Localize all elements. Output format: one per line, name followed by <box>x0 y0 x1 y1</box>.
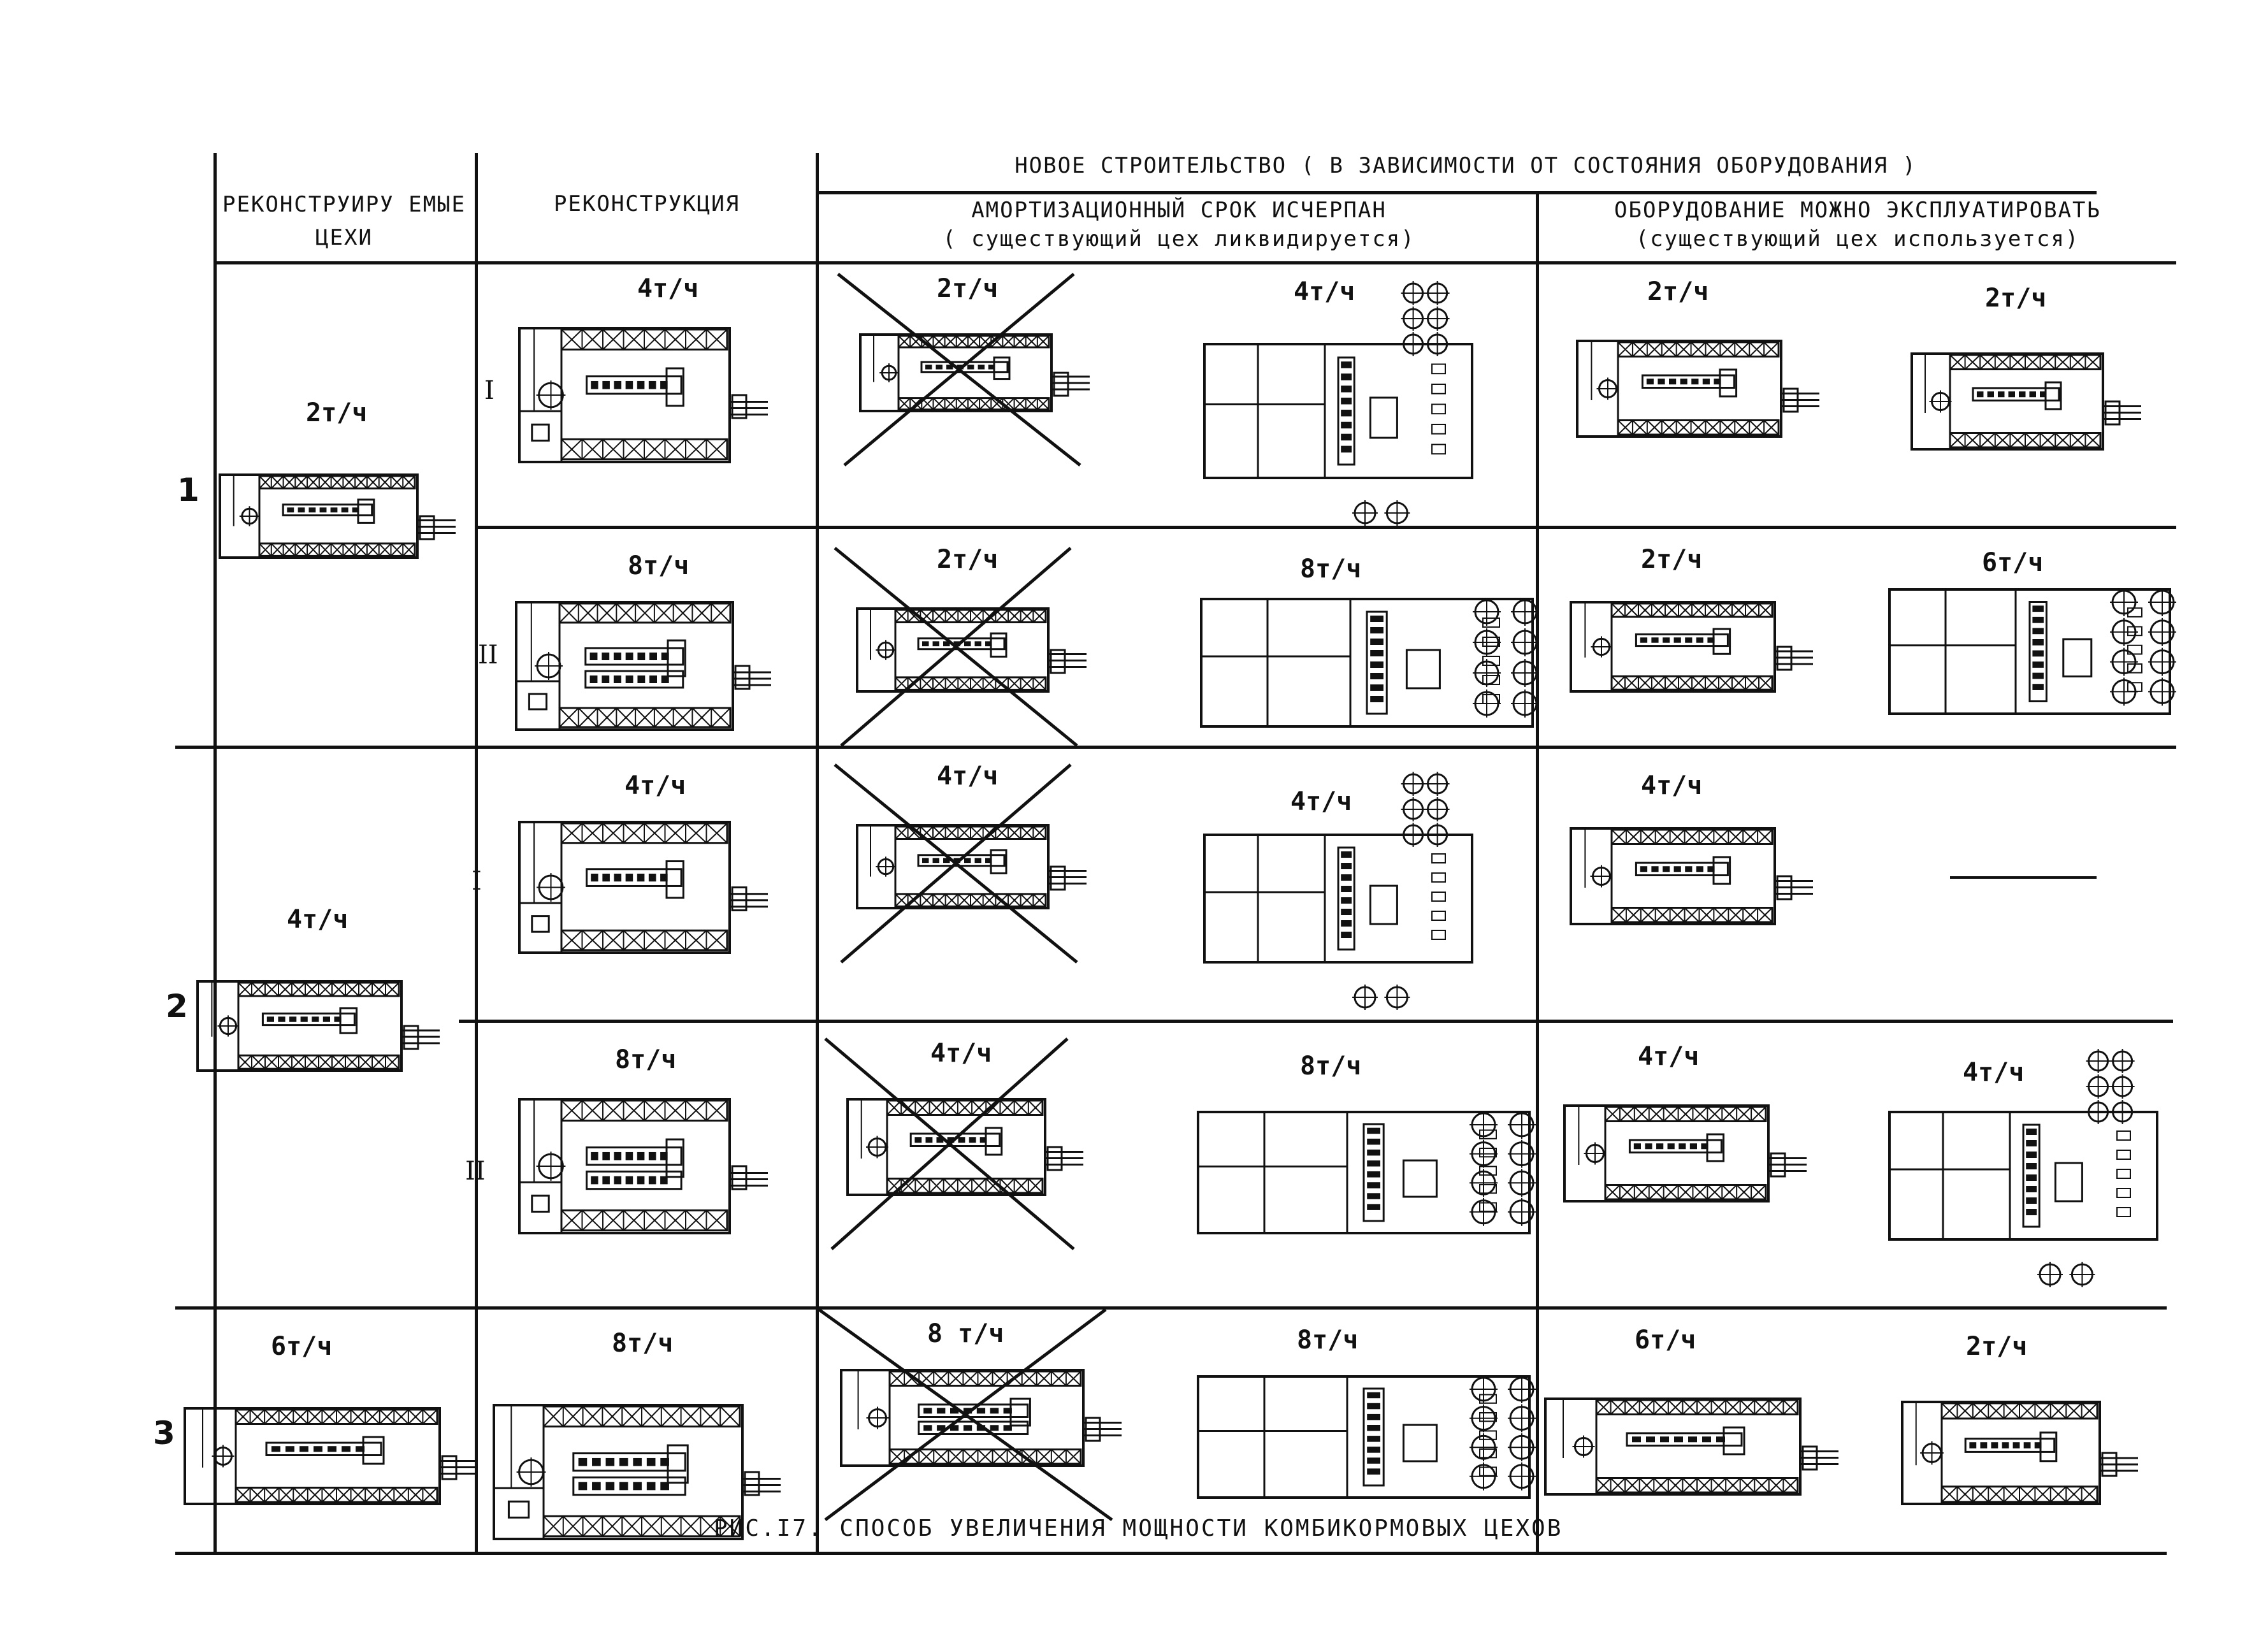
row-number-3: 3 <box>153 1415 175 1452</box>
capacity-label: 6т/ч <box>1982 548 2044 577</box>
new-shop-plan-drawing <box>1203 772 1473 1010</box>
figure-caption: РИС.I7. СПОСОБ УВЕЛИЧЕНИЯ МОЩНОСТИ КОМБИ… <box>714 1515 1563 1542</box>
shop-plan-drawing <box>518 821 768 954</box>
shop-plan-drawing <box>219 473 456 559</box>
shop-plan-drawing <box>518 1098 768 1234</box>
capacity-label: 8т/ч <box>1300 554 1362 584</box>
header-usable-note: (существующий цех используется) <box>1635 226 2080 252</box>
header-new-construction: НОВОЕ СТРОИТЕЛЬСТВО ( В ЗАВИСИМОСТИ ОТ С… <box>1015 153 1917 178</box>
new-shop-plan-drawing <box>1888 1049 2158 1287</box>
capacity-label: 4т/ч <box>1290 787 1352 816</box>
shop-plan-drawing <box>1544 1398 1838 1496</box>
shop-plan-drawing <box>196 980 440 1072</box>
grid-line <box>213 261 2176 264</box>
capacity-label: 8т/ч <box>1300 1051 1362 1081</box>
capacity-label: 4т/ч <box>937 762 999 791</box>
shop-plan-drawing <box>1910 352 2141 451</box>
header-reconstruction: РЕКОНСТРУКЦИЯ <box>553 191 740 217</box>
shop-plan-drawing <box>515 601 771 731</box>
shop-plan-drawing <box>818 1308 1122 1522</box>
capacity-label: 4т/ч <box>1641 771 1703 800</box>
capacity-label: 4т/ч <box>625 771 686 800</box>
header-expired: АМОРТИЗАЦИОННЫЙ СРОК ИСЧЕРПАН <box>971 198 1387 223</box>
shop-plan-drawing <box>518 327 768 463</box>
shop-plan-drawing <box>493 1404 781 1540</box>
capacity-label: 6т/ч <box>1635 1325 1696 1355</box>
grid-line <box>1536 191 1539 1555</box>
capacity-label: 8т/ч <box>1297 1325 1359 1355</box>
capacity-label: 2т/ч <box>1641 545 1703 574</box>
header-expired-note: ( существующий цех ликвидируется) <box>943 226 1415 252</box>
shop-plan-drawing <box>834 763 1087 964</box>
capacity-label: 2т/ч <box>306 398 368 428</box>
capacity-label: 8т/ч <box>612 1329 674 1358</box>
variant-roman: II <box>465 1157 486 1186</box>
capacity-label: 2т/ч <box>1985 284 2047 313</box>
shop-plan-drawing <box>1570 601 1813 693</box>
capacity-label: 2т/ч <box>937 274 999 303</box>
grid-line <box>175 1552 2167 1555</box>
grid-line <box>175 746 2176 749</box>
shop-plan-drawing <box>837 273 1090 466</box>
grid-line <box>816 153 819 1555</box>
shop-plan-drawing <box>834 547 1087 747</box>
capacity-label: 4т/ч <box>637 274 699 303</box>
grid-line <box>475 153 478 1555</box>
new-shop-plan-drawing <box>1197 1375 1536 1499</box>
shop-plan-drawing <box>824 1037 1083 1250</box>
header-reconstructed-shops: РЕКОНСТРУИРУ ЕМЫЕ ЦЕХИ <box>222 192 466 250</box>
shop-plan-drawing <box>1576 340 1819 438</box>
capacity-label: 4т/ч <box>930 1039 992 1068</box>
capacity-label: 4т/ч <box>287 905 349 934</box>
capacity-label: 2т/ч <box>937 545 999 574</box>
shop-plan-drawing <box>1570 827 1813 925</box>
new-shop-plan-drawing <box>1203 281 1473 526</box>
capacity-label: 4т/ч <box>1294 277 1355 307</box>
capacity-label: 8 т/ч <box>927 1319 1004 1348</box>
capacity-label: 6т/ч <box>271 1332 333 1361</box>
grid-line <box>175 1306 2167 1310</box>
new-shop-plan-drawing <box>1888 588 2176 715</box>
grid-line <box>475 526 2176 529</box>
capacity-label: 4т/ч <box>1963 1058 2025 1087</box>
capacity-label: 4т/ч <box>1638 1042 1700 1071</box>
row-number-1: 1 <box>177 472 199 509</box>
row-number-2: 2 <box>166 988 188 1025</box>
shop-plan-drawing <box>184 1407 478 1505</box>
variant-roman: II <box>478 640 498 670</box>
shop-plan-drawing <box>1901 1401 2138 1505</box>
header-usable: ОБОРУДОВАНИЕ МОЖНО ЭКСПЛУАТИРОВАТЬ <box>1614 198 2101 223</box>
new-shop-plan-drawing <box>1200 598 1539 728</box>
variant-roman: I <box>484 376 495 405</box>
new-shop-plan-drawing <box>1197 1111 1536 1234</box>
grid-line <box>213 153 217 1555</box>
capacity-label: 2т/ч <box>1966 1332 2028 1361</box>
empty-dash <box>1950 876 2097 879</box>
grid-line <box>459 1020 2173 1023</box>
capacity-label: 8т/ч <box>615 1045 677 1074</box>
capacity-label: 2т/ч <box>1647 277 1709 307</box>
variant-roman: I <box>472 867 482 896</box>
grid-line <box>816 191 2097 194</box>
shop-plan-drawing <box>1563 1104 1807 1202</box>
capacity-label: 8т/ч <box>628 551 690 581</box>
